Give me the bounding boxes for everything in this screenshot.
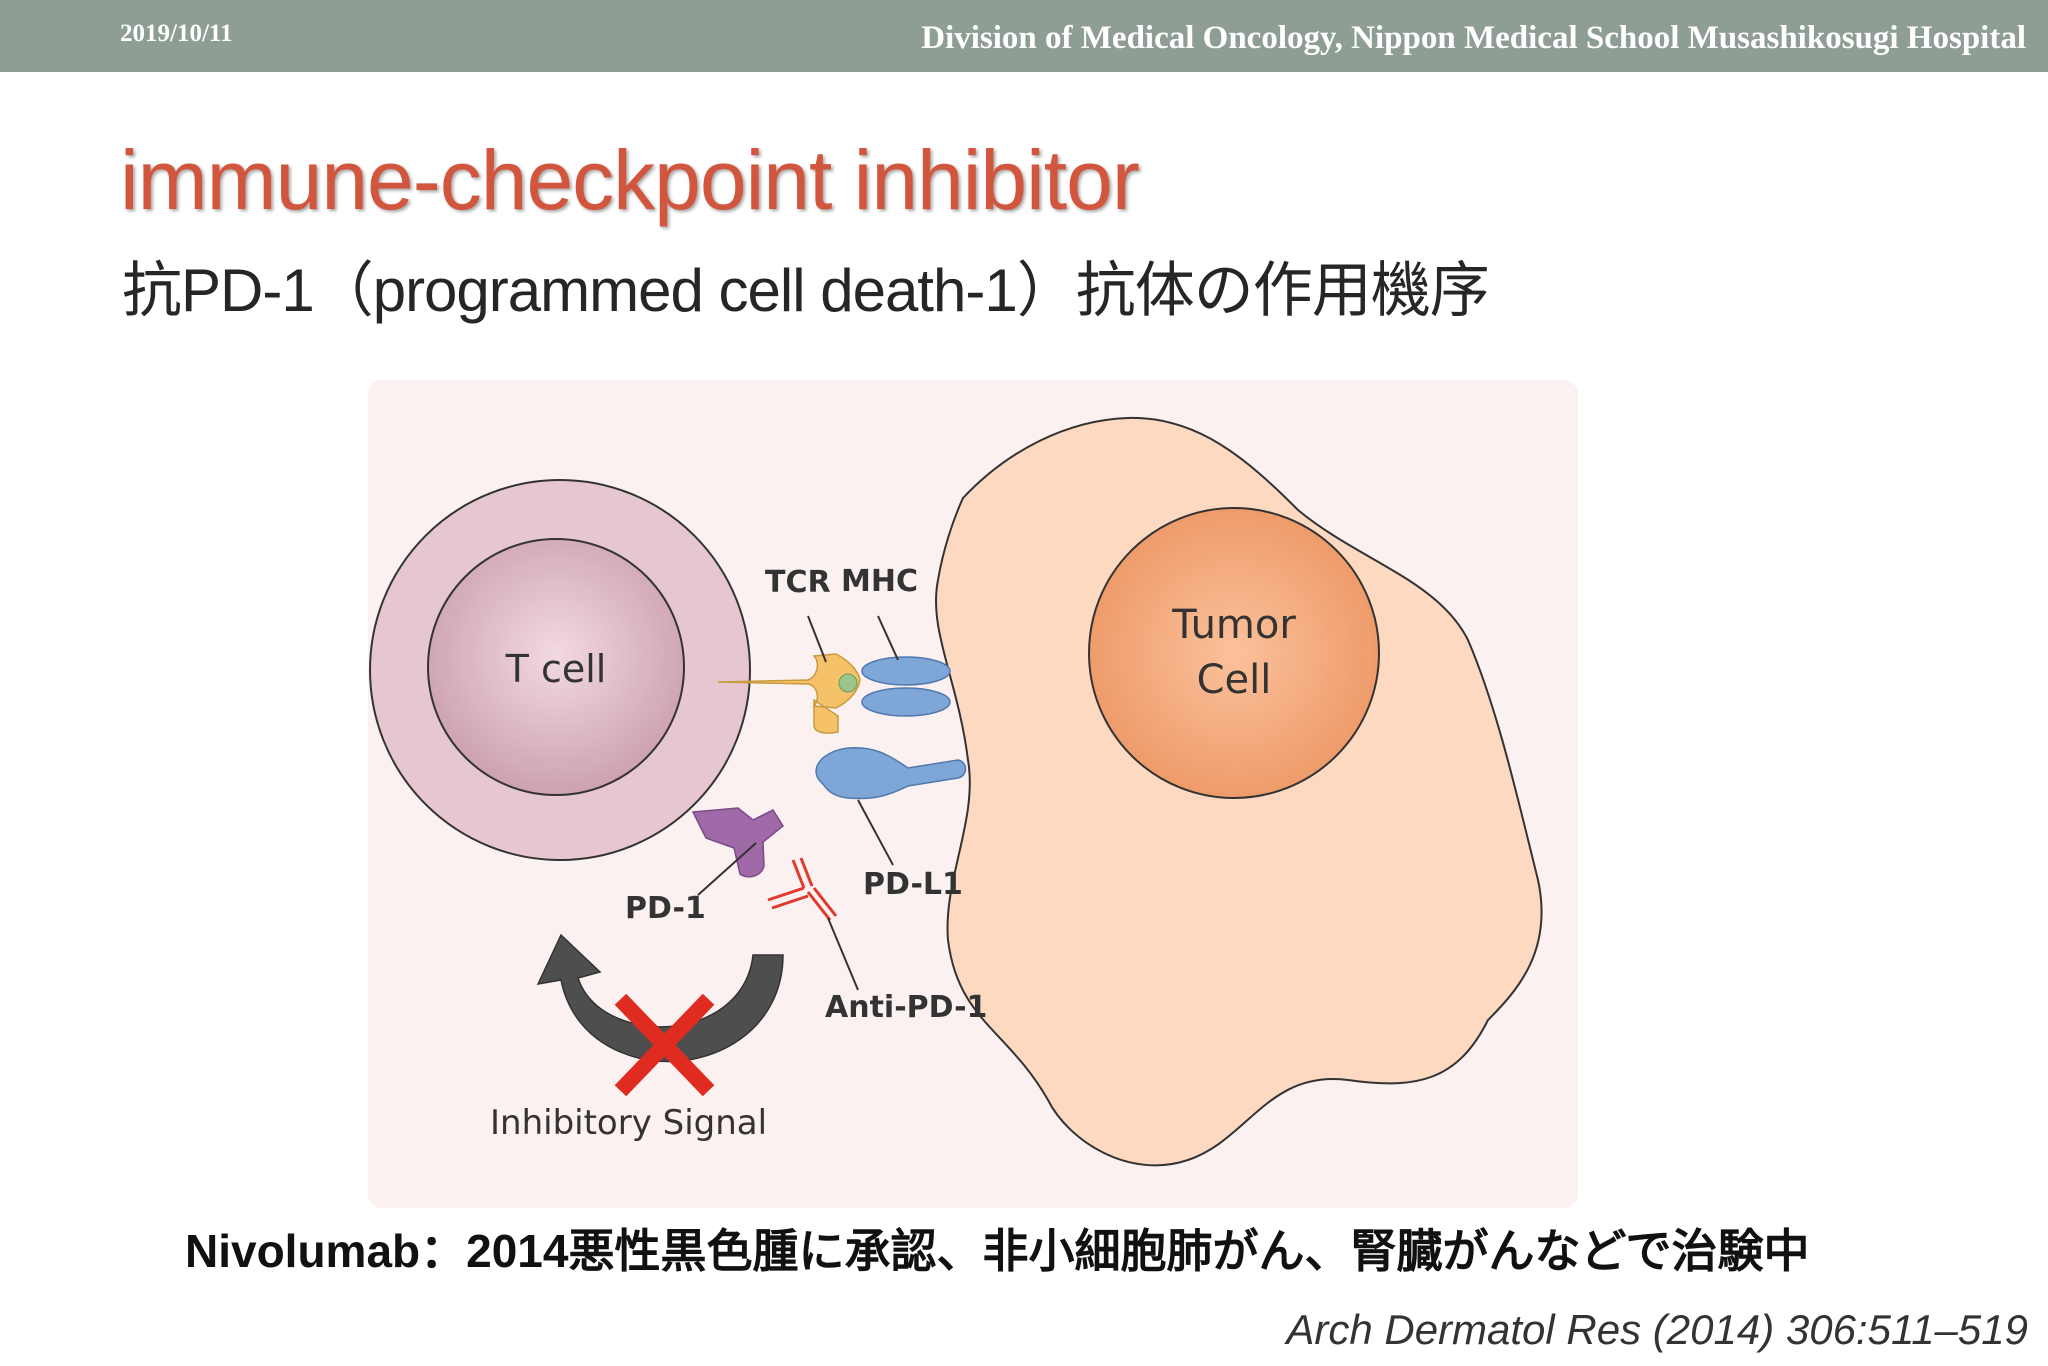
slide-subtitle: 抗PD-1（programmed cell death-1）抗体の作用機序 (122, 257, 1490, 324)
header-bar: 2019/10/11 Division of Medical Oncology,… (0, 0, 2048, 72)
mhc-molecule-lower (861, 687, 951, 717)
nivolumab-note: Nivolumab：2014悪性黒色腫に承認、非小細胞肺がん、腎臓がんなどで治験… (185, 1225, 1810, 1277)
pd1-leader (697, 842, 757, 896)
tcr-label: TCR (765, 565, 831, 600)
anti-pd1-antibody (767, 857, 838, 921)
slide-title: immune-checkpoint inhibitor (120, 133, 1140, 227)
tcr-leader (807, 615, 827, 663)
blocked-cross-icon (614, 993, 715, 1097)
antigen-peptide (838, 673, 858, 693)
t-cell-label: T cell (505, 647, 607, 691)
pdl1-molecule (815, 746, 967, 800)
organization-name: Division of Medical Oncology, Nippon Med… (921, 20, 2026, 56)
t-cell-nucleus (427, 538, 685, 796)
inhibitory-signal-label: Inhibitory Signal (490, 1103, 767, 1143)
pd1-receptor (691, 807, 784, 878)
mhc-label: MHC (841, 564, 918, 599)
tumor-cell-label-line2: Cell (1197, 657, 1272, 703)
pdl1-label: PD-L1 (863, 867, 963, 902)
slide-date: 2019/10/11 (120, 20, 233, 47)
pdl1-leader (857, 799, 894, 866)
pd1-label: PD-1 (625, 891, 706, 926)
anti-pd1-label: Anti-PD-1 (825, 990, 987, 1025)
mhc-leader (877, 615, 899, 661)
tcr-receptor (717, 653, 861, 734)
anti-pd1-leader (827, 917, 859, 991)
tumor-cell-nucleus (1088, 507, 1380, 799)
citation: Arch Dermatol Res (2014) 306:511–519 (1286, 1306, 2028, 1353)
tumor-cell-label-line1: Tumor (1171, 602, 1296, 648)
mhc-molecule-upper (861, 656, 951, 686)
pd1-mechanism-diagram: Tumor Cell T cell (368, 380, 1578, 1208)
